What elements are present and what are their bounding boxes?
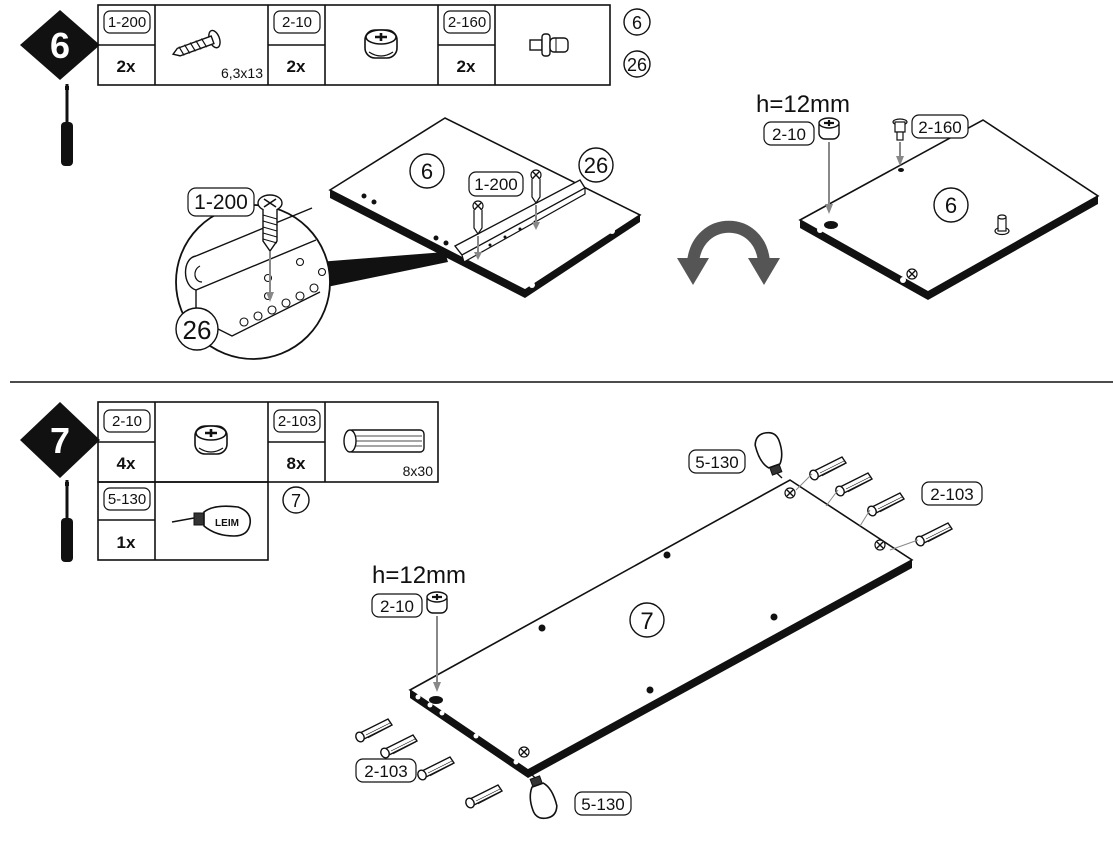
panel-reference-list: 6 26 bbox=[623, 8, 651, 78]
step-6: 6 1-200 2x bbox=[20, 4, 1100, 360]
glue-bottle-icon: LEIM bbox=[171, 505, 252, 537]
panel-6-cam-drawing: 6 h=12mm 2-10 2-160 bbox=[756, 91, 1100, 300]
screw-icon bbox=[171, 29, 221, 57]
dowel-label: 2-103 bbox=[930, 485, 973, 504]
screw-label: 1-200 bbox=[474, 175, 517, 194]
cam-lock-icon bbox=[193, 424, 229, 456]
part-quantity: 4x bbox=[117, 454, 136, 473]
panel-label: 6 bbox=[421, 159, 433, 184]
part-code: 2-10 bbox=[112, 413, 142, 430]
parts-table: 1-200 2x 6,3x13 2-10 2x 2-160 2x bbox=[97, 4, 611, 86]
panel-6-rail-drawing: 6 26 1-200 bbox=[328, 117, 642, 298]
part-quantity: 2x bbox=[287, 57, 306, 76]
screw-label: 1-200 bbox=[194, 191, 248, 214]
panel-number: 7 bbox=[291, 491, 301, 511]
part-code: 2-103 bbox=[278, 413, 316, 430]
rail-label: 26 bbox=[183, 315, 212, 345]
panel-number: 6 bbox=[632, 13, 642, 33]
cam-label: 2-10 bbox=[380, 597, 414, 616]
rail-zoom-detail: 1-200 26 bbox=[175, 187, 448, 360]
glue-label: 5-130 bbox=[695, 453, 738, 472]
bolt-label: 2-160 bbox=[918, 118, 961, 137]
part-quantity: 1x bbox=[117, 533, 136, 552]
screwdriver-icon bbox=[61, 84, 73, 166]
cam-lock-icon bbox=[363, 28, 399, 60]
step-badge: 7 bbox=[20, 402, 100, 478]
rail-label: 26 bbox=[584, 153, 608, 178]
cam-label: 2-10 bbox=[772, 125, 806, 144]
step-number: 6 bbox=[50, 25, 70, 66]
panel-label: 6 bbox=[945, 193, 957, 218]
height-label: h=12mm bbox=[756, 91, 850, 118]
part-quantity: 8x bbox=[287, 454, 306, 473]
panel-7-drawing: 7 h=12mm 2-10 5-130 5-13 bbox=[353, 428, 983, 823]
flip-arrow-icon bbox=[677, 220, 780, 285]
step-7: 7 2-10 4x 2-103 8x bbox=[20, 401, 983, 823]
panel-number: 26 bbox=[627, 55, 647, 75]
part-size: 8x30 bbox=[403, 463, 434, 479]
part-size: 6,3x13 bbox=[221, 65, 263, 81]
part-code: 1-200 bbox=[108, 14, 146, 31]
step-number: 7 bbox=[50, 420, 70, 461]
cam-bolt-icon bbox=[529, 33, 569, 57]
part-code: 5-130 bbox=[108, 491, 146, 508]
dowel-label: 2-103 bbox=[364, 762, 407, 781]
glue-brand-label: LEIM bbox=[215, 518, 239, 529]
cam-bolt-icon bbox=[994, 214, 1010, 236]
part-quantity: 2x bbox=[117, 57, 136, 76]
part-quantity: 2x bbox=[457, 57, 476, 76]
height-label: h=12mm bbox=[372, 562, 466, 589]
part-code: 2-160 bbox=[448, 14, 486, 31]
panel-label: 7 bbox=[640, 608, 653, 635]
parts-table: 2-10 4x 2-103 8x 8x30 5-130 1x LEIM 7 bbox=[97, 401, 439, 561]
glue-label: 5-130 bbox=[581, 795, 624, 814]
dowel-icon bbox=[343, 429, 425, 453]
step-badge: 6 bbox=[20, 10, 100, 80]
screwdriver-icon bbox=[61, 480, 73, 562]
part-code: 2-10 bbox=[282, 14, 312, 31]
